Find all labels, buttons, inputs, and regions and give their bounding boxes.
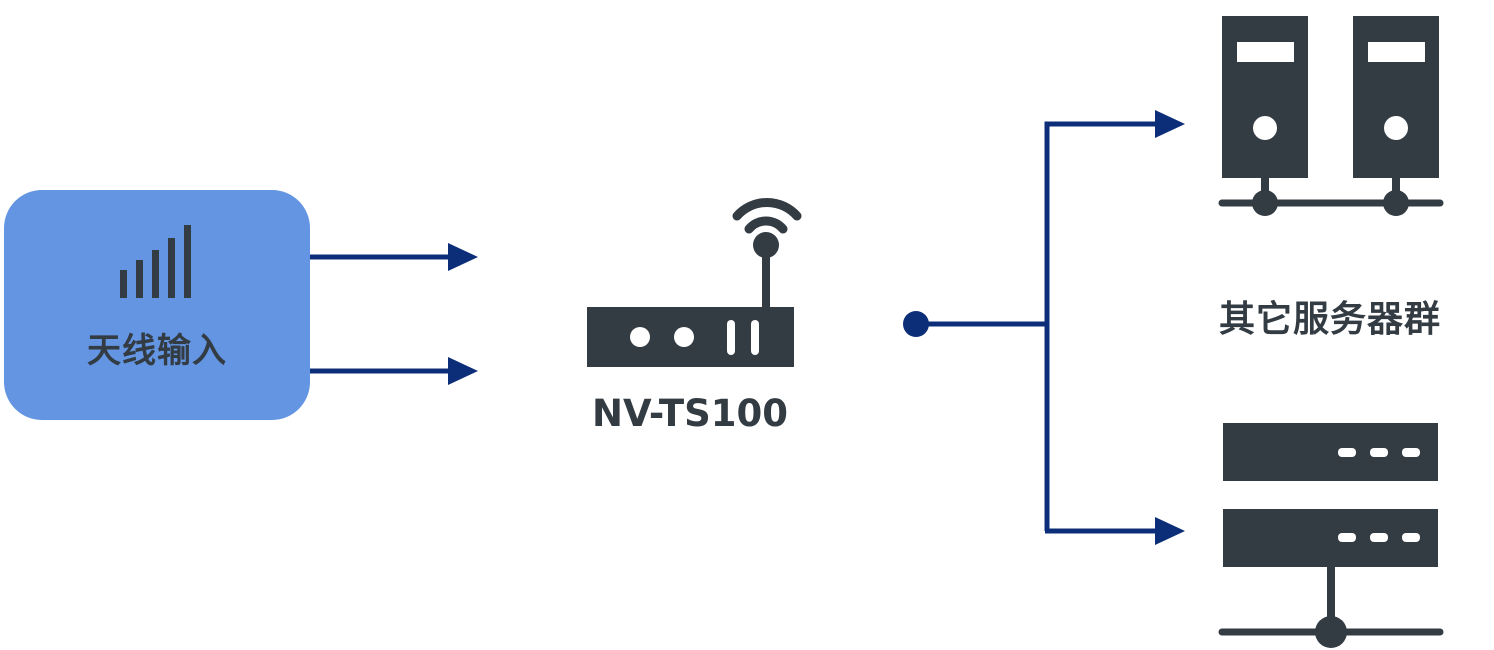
- input-arrow-bottom: [310, 357, 478, 385]
- tower-server-network-icon: [1218, 16, 1444, 216]
- device-label: NV-TS100: [592, 392, 788, 435]
- input-arrow-top: [310, 243, 478, 271]
- antenna-input-box: 天线输入: [4, 190, 310, 420]
- signal-bars-icon: [120, 225, 191, 298]
- rack-server-network-icon: [1218, 423, 1444, 648]
- output-connector: [903, 110, 1185, 545]
- wireless-router-icon: [587, 198, 802, 367]
- antenna-input-label: 天线输入: [87, 331, 227, 371]
- server-group-label: 其它服务器群: [1218, 299, 1441, 340]
